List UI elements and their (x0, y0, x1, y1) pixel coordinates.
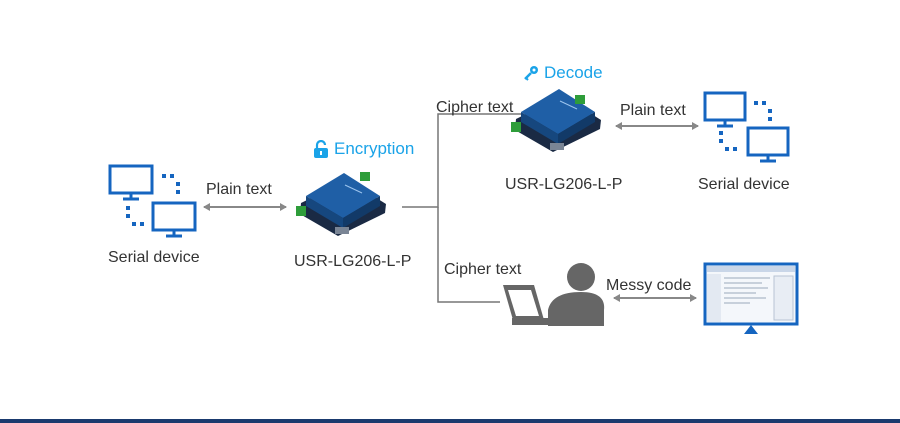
encryption-badge-label: Encryption (334, 139, 415, 158)
bottom-bar (0, 419, 900, 423)
serial-device-icon-right (703, 91, 790, 163)
branch-line-bottom (437, 207, 500, 303)
top-gateway-label: USR-LG206-L-P (505, 176, 623, 193)
left-arrow-label: Plain text (206, 181, 272, 198)
decode-badge: Decode (523, 63, 603, 83)
top-arrow-label: Plain text (620, 102, 686, 119)
monitor-garbled-icon (703, 262, 799, 334)
decode-badge-label: Decode (544, 63, 603, 82)
left-gateway-label: USR-LG206-L-P (294, 253, 412, 270)
serial-device-icon-left (108, 164, 197, 238)
bottom-cipher-label: Cipher text (444, 261, 522, 278)
key-icon (524, 66, 538, 81)
top-cipher-label: Cipher text (436, 99, 514, 116)
encryption-badge: Encryption (313, 139, 414, 159)
top-device-label: Serial device (698, 176, 790, 193)
gateway-device-left (296, 172, 386, 236)
left-device-label: Serial device (108, 249, 200, 266)
branch-line (402, 113, 522, 208)
bottom-arrow-label: Messy code (606, 277, 692, 294)
unlock-icon (314, 140, 328, 158)
hacker-laptop-icon (503, 263, 605, 326)
gateway-device-top (511, 89, 601, 152)
